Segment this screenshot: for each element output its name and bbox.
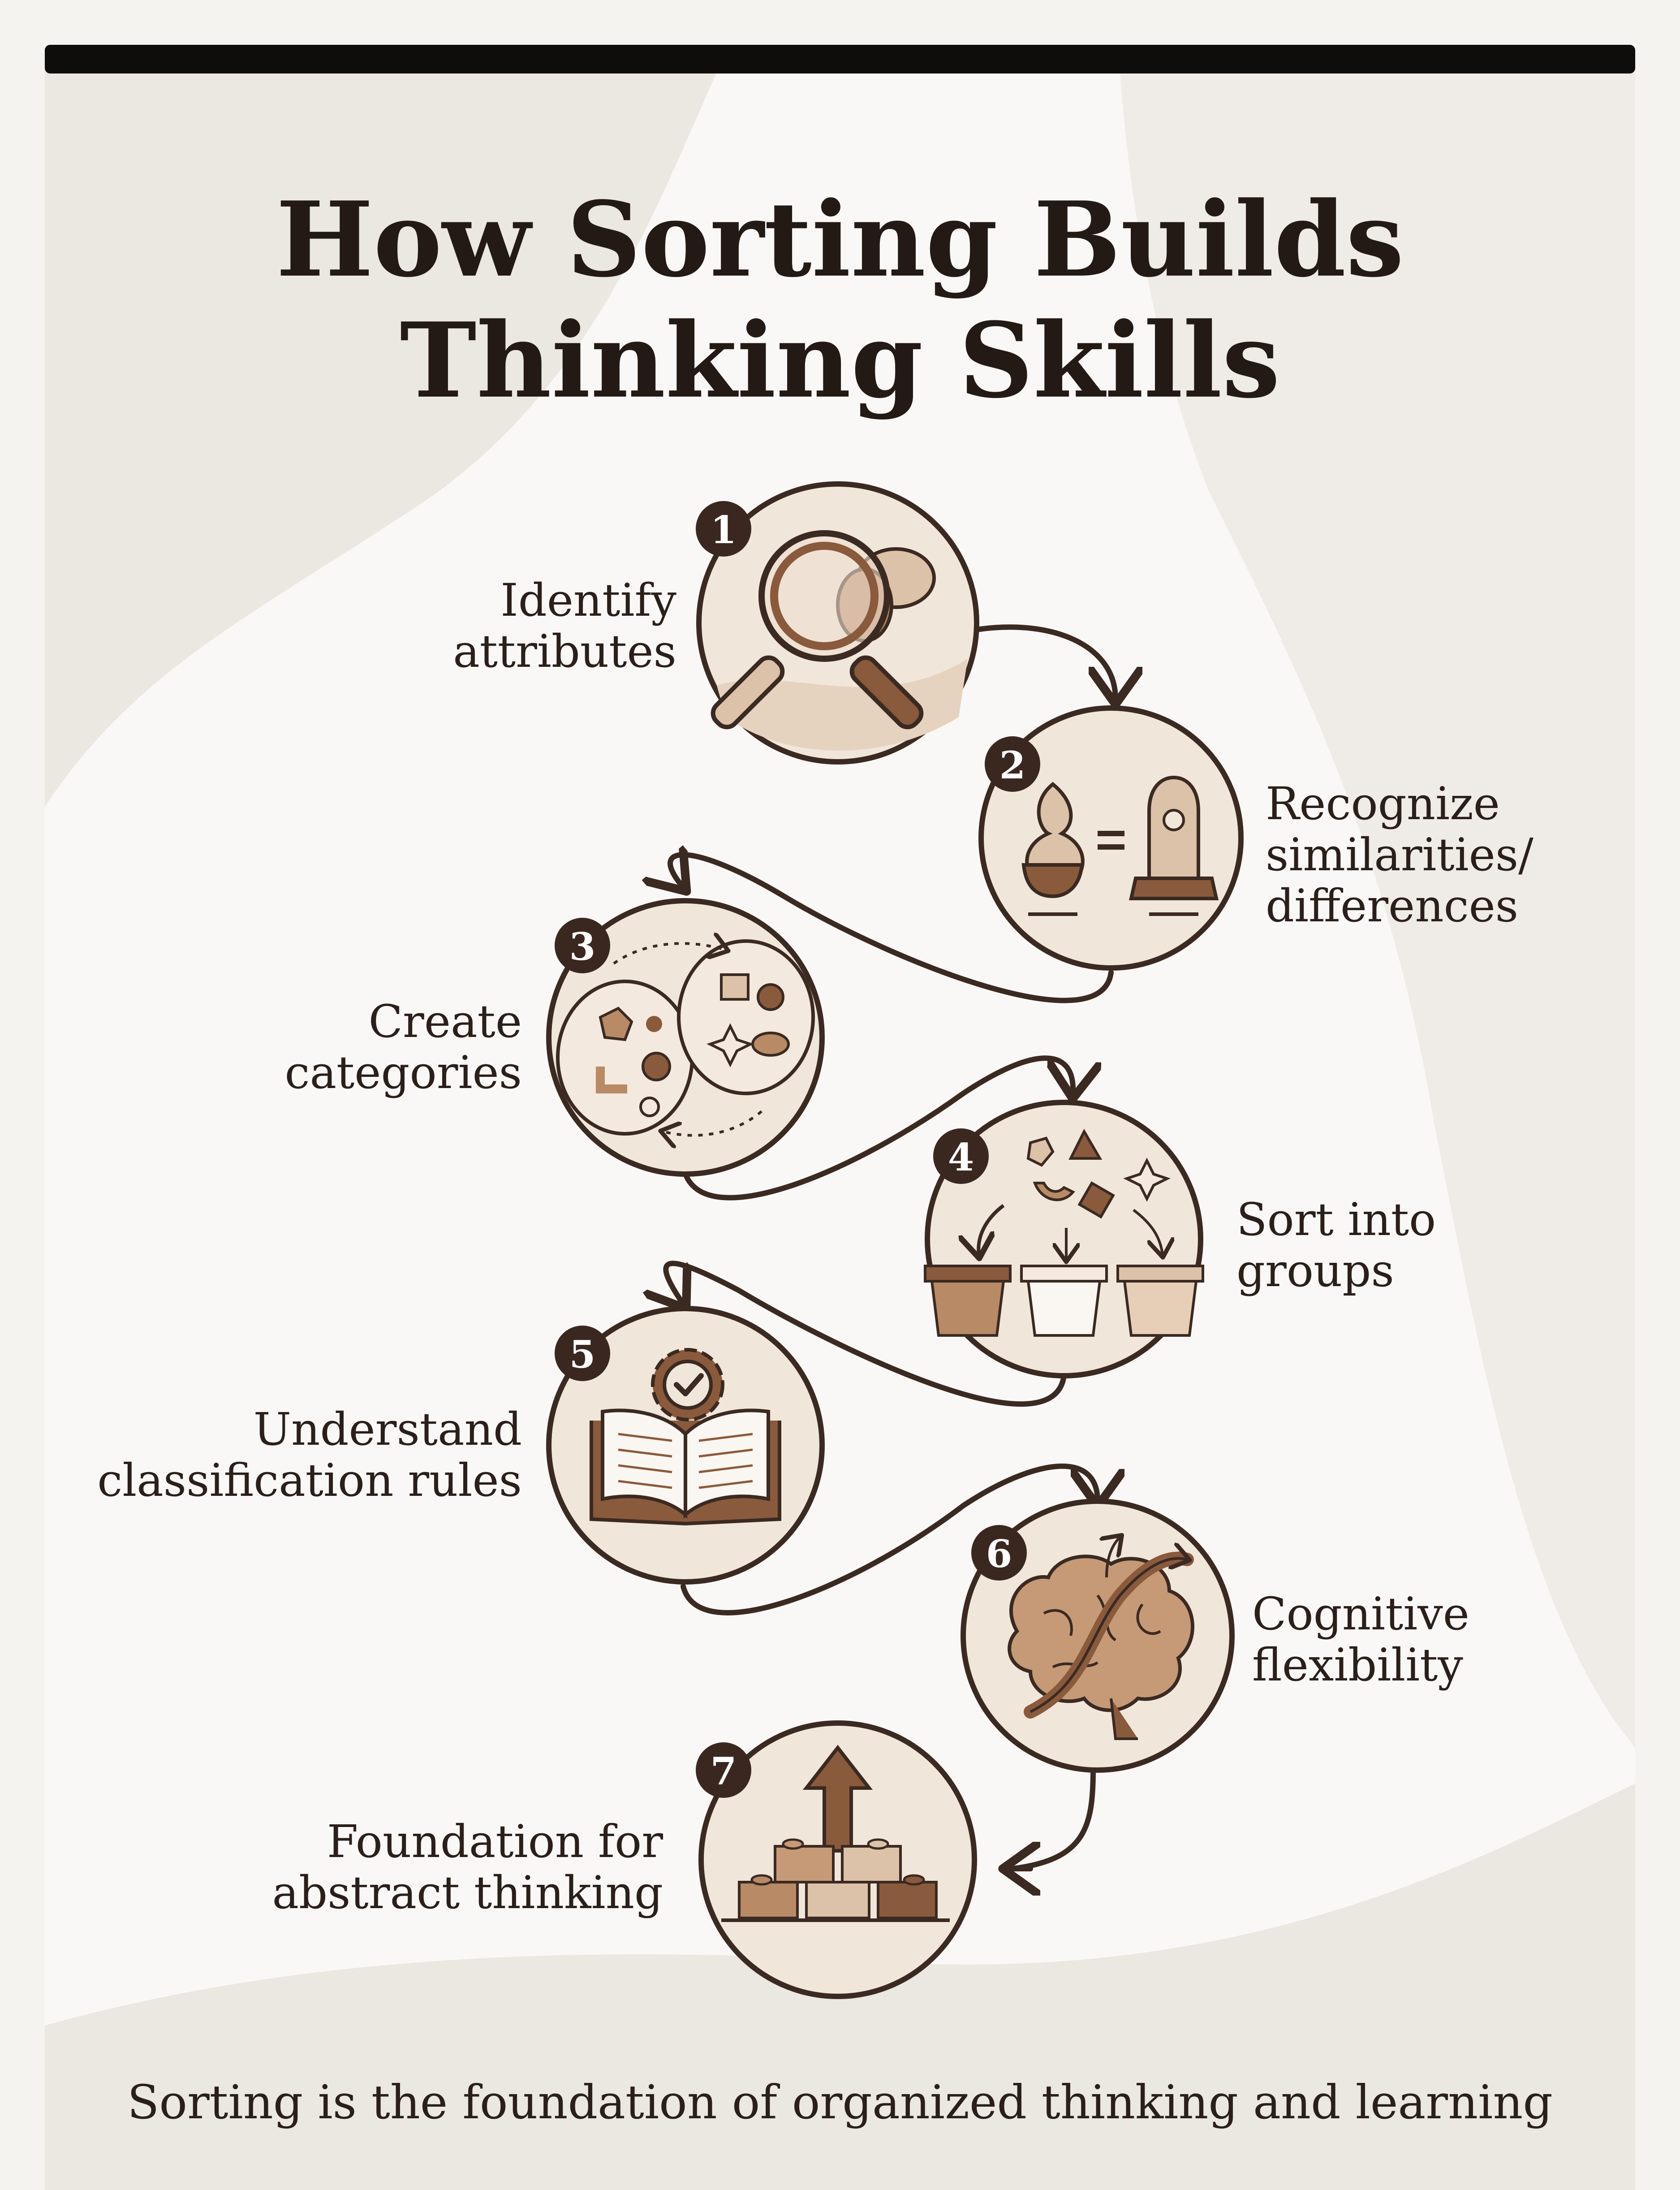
step-5-node: 5 xyxy=(546,1306,825,1585)
step-3-node: 3 xyxy=(546,898,825,1177)
step-5-badge xyxy=(555,1326,610,1381)
background-blob-right xyxy=(1120,72,1635,1748)
step-7-node: 7 xyxy=(696,1720,977,1999)
connector-5-6 xyxy=(681,1463,1098,1616)
connector-2-3 xyxy=(670,855,1114,1003)
book-gear-icon xyxy=(590,1348,781,1526)
step-2-node: 2 xyxy=(978,705,1244,971)
blocks-arrow-icon xyxy=(721,1745,950,1922)
sort-bins-icon xyxy=(924,1128,1204,1337)
connector-4-5 xyxy=(666,1261,1067,1407)
background-blob-left xyxy=(45,72,717,807)
step-5-number: 5 xyxy=(569,1332,595,1377)
magnifying-glass-icon xyxy=(711,530,936,730)
flow-connectors xyxy=(666,624,1116,1869)
step-3-badge xyxy=(555,918,610,973)
step-7-number: 7 xyxy=(711,1749,737,1793)
step-2-number: 2 xyxy=(999,743,1025,787)
step-2-badge xyxy=(985,736,1040,792)
step-4-badge xyxy=(933,1128,989,1184)
connector-3-4 xyxy=(683,1055,1073,1201)
step-6-badge xyxy=(971,1525,1027,1581)
category-groups-icon xyxy=(556,941,815,1136)
page-title-line-1: How Sorting Builds xyxy=(276,179,1404,300)
step-1-node: 1 xyxy=(696,481,979,765)
step-7-badge xyxy=(696,1742,751,1798)
step-1-number: 1 xyxy=(711,508,737,552)
connector-1-2 xyxy=(974,624,1116,699)
brain-arrows-icon xyxy=(1008,1537,1194,1740)
step-1-badge xyxy=(696,501,751,557)
top-bar xyxy=(45,45,1635,73)
step-4-node: 4 xyxy=(924,1100,1204,1378)
page-title-line-2: Thinking Skills xyxy=(400,300,1280,421)
step-4-number: 4 xyxy=(948,1135,974,1179)
step-6-node: 6 xyxy=(961,1499,1235,1773)
compare-equals-icon xyxy=(1021,775,1219,916)
step-3-number: 3 xyxy=(569,924,595,969)
footer-caption: Sorting is the foundation of organized t… xyxy=(127,2075,1553,2130)
step-6-number: 6 xyxy=(986,1532,1012,1576)
